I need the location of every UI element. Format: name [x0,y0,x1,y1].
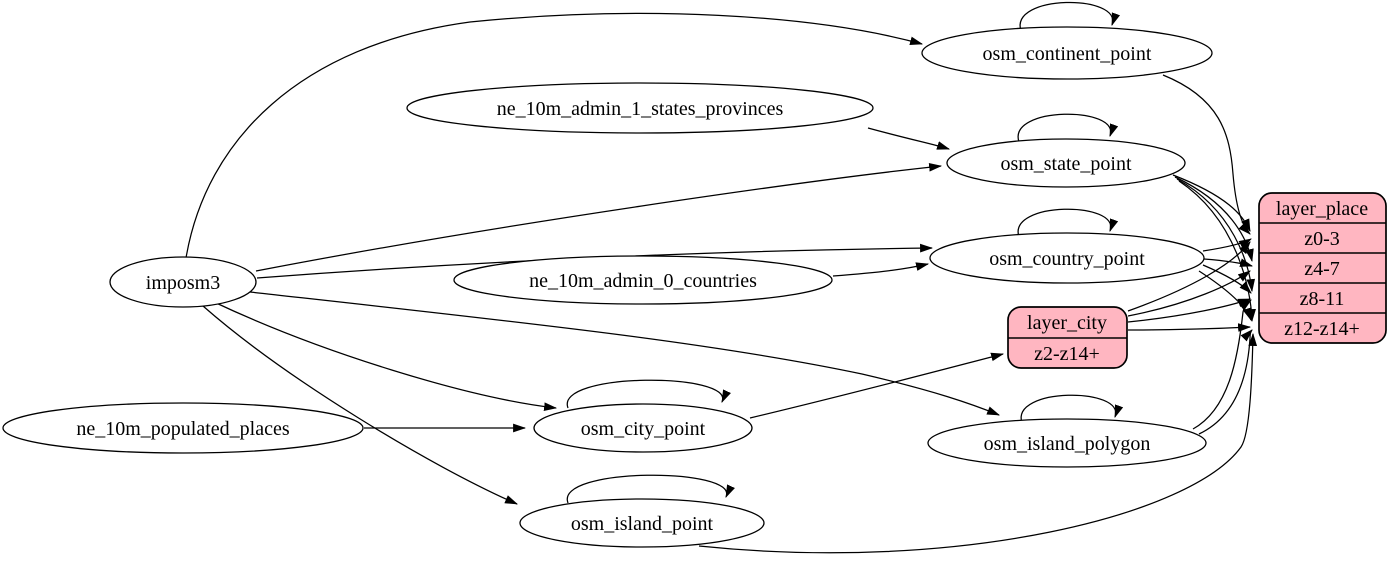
edge-layer_city-z8-11 [1127,298,1252,323]
edge-osm_island_polygon-z12-z14 [1198,329,1253,435]
edge-ne_10m_admin_0_countries-osm_country_point [832,262,930,277]
node-osm_continent_point: osm_continent_point [921,26,1213,80]
node-osm_island_point: osm_island_point [519,498,765,548]
node-osm_state_point: osm_state_point [946,138,1186,188]
edge-layer_city-z4-7 [1127,270,1251,317]
edge-self-loop-osm_state_point [1017,113,1119,143]
edge-osm_state_point-z8-11 [1176,178,1256,293]
edge-self-loop-osm_country_point [1017,208,1119,238]
edge-osm_country_point-z8-11 [1202,264,1252,294]
edge-osm_country_point-z12-z14 [1198,270,1252,322]
record-layer_city: layer_city z2-z14+ [1007,306,1128,369]
node-osm_island_point-shape [519,498,765,548]
edge-imposm3-osm_state_point [255,162,943,272]
node-ne_10m_populated_places-label: ne_10m_populated_places [76,418,289,440]
edge-layer_city-z12-z14 [1127,323,1252,332]
node-osm_city_point-shape [533,403,753,453]
edge-osm_country_point-z0-3 [1202,238,1252,252]
record-layer_city-title: layer_city [1027,312,1107,334]
node-osm_country_point-label: osm_country_point [989,248,1145,270]
node-ne_10m_admin_1_states_provinces-shape [406,82,874,134]
edge-osm_city_point-layer_city [749,352,1005,419]
node-ne_10m_populated_places: ne_10m_populated_places [2,402,364,454]
node-osm_continent_point-shape [921,26,1213,80]
edge-self-loop-osm_city_point [566,379,731,409]
edge-imposm3-osm_city_point [213,301,558,411]
record-layer_place-box [1258,192,1387,344]
node-ne_10m_admin_1_states_provinces-label: ne_10m_admin_1_states_provinces [497,98,784,120]
edge-imposm3-osm_island_point [202,305,518,505]
node-osm_island_polygon-shape [927,418,1207,468]
record-layer_place-row-z12-z14: z12-z14+ [1284,318,1360,340]
edge-layer_city-z0-3 [1127,241,1251,312]
node-osm_state_point-label: osm_state_point [1000,153,1132,175]
record-layer_place-row-z0-3: z0-3 [1304,228,1340,250]
edge-imposm3-osm_island_polygon [249,291,1001,416]
node-imposm3-label: imposm3 [146,272,220,294]
edges [185,1,1258,554]
node-ne_10m_admin_0_countries-shape [453,255,833,305]
node-imposm3: imposm3 [109,256,257,308]
edge-self-loop-osm_island_polygon [1020,394,1124,424]
edge-self-loop-osm_continent_point [1019,1,1121,32]
node-osm_island_polygon: osm_island_polygon [927,418,1207,468]
node-osm_country_point-shape [929,232,1205,284]
edge-osm_island_point-z12-z14 [698,332,1258,554]
edge-osm_state_point-z0-3 [1172,174,1251,232]
node-osm_island_point-label: osm_island_point [571,513,714,535]
node-ne_10m_admin_0_countries: ne_10m_admin_0_countries [453,255,833,305]
node-osm_city_point-label: osm_city_point [581,418,706,440]
node-ne_10m_admin_1_states_provinces: ne_10m_admin_1_states_provinces [406,82,874,134]
edge-ne_10m_admin_1_states_provinces-osm_state_point [867,127,951,150]
record-layer_place-row-z4-7: z4-7 [1304,258,1340,280]
node-ne_10m_populated_places-shape [2,402,364,454]
edge-self-loop-osm_island_point [566,474,735,504]
edge-osm_island_polygon-z8-11 [1192,299,1252,430]
node-imposm3-shape [109,256,257,308]
node-ne_10m_admin_0_countries-label: ne_10m_admin_0_countries [529,270,757,292]
node-osm_city_point: osm_city_point [533,403,753,453]
node-osm_island_polygon-label: osm_island_polygon [984,433,1151,455]
node-osm_continent_point-label: osm_continent_point [983,43,1152,65]
node-osm_state_point-shape [946,138,1186,188]
edge-osm_country_point-z4-7 [1203,258,1254,267]
record-layer_place-row-z8-11: z8-11 [1300,288,1345,310]
record-layer_place: layer_place z0-3 z4-7 z8-11 z12-z14+ [1258,192,1387,344]
node-osm_country_point: osm_country_point [929,232,1205,284]
record-layer_place-title: layer_place [1276,198,1368,220]
edge-imposm3-osm_continent_point [185,12,924,259]
record-layer_city-row-z2-z14: z2-z14+ [1034,343,1100,365]
